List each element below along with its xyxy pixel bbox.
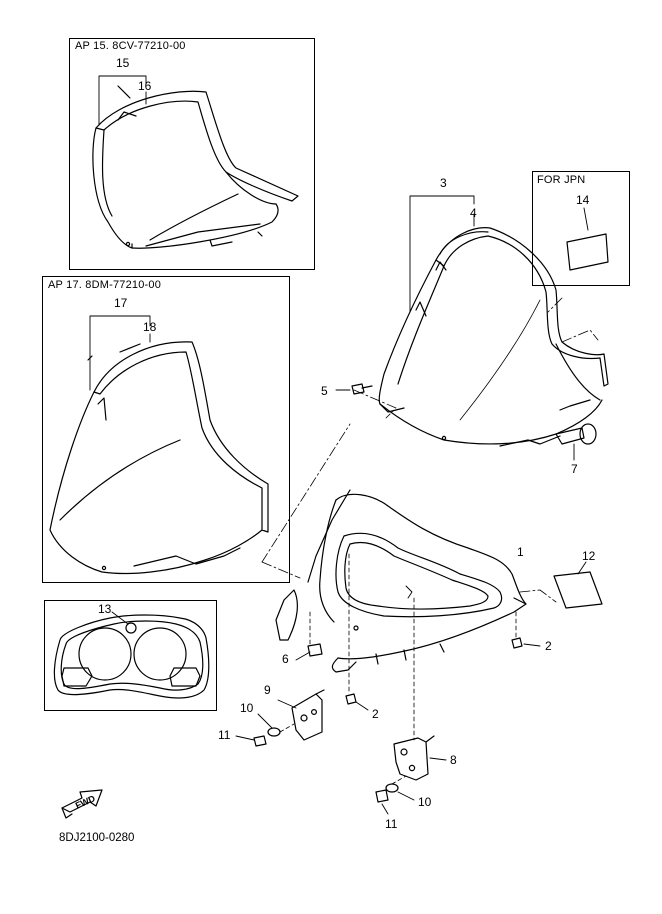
washer-10-right [385,783,415,801]
callout-16: 16 [138,79,152,93]
guide-9-10 [279,723,295,733]
nut-11-left [235,735,267,747]
callout-15: 15 [116,56,130,70]
callout-9: 9 [264,683,271,697]
for-jpn-box [532,171,630,286]
meter-cover-1 [275,489,527,673]
callout-5: 5 [321,384,328,398]
ap17-option-box [42,276,290,583]
alignment-lines [261,297,599,603]
windshield-main [378,227,609,447]
drawing-number: 8DJ2100-0280 [59,832,135,844]
adjuster-knob-7 [555,423,597,461]
washer-10-left [257,713,281,737]
guide-lines [309,553,517,741]
ap15-option-box [69,38,315,270]
meter-gasket-box [44,600,217,711]
screw-2-right [511,637,541,649]
callout-13: 13 [98,602,112,616]
callout-12: 12 [582,549,596,563]
leader-15-16 [98,75,147,126]
decal-14 [566,207,609,271]
screw-2-center [345,693,369,711]
leader-3-4 [409,195,475,313]
fwd-arrow-icon [61,789,103,819]
leader-17-18 [89,315,151,391]
guide-8-10 [391,775,407,785]
callout-18: 18 [143,320,157,334]
callout-14: 14 [576,193,590,207]
callout-11-right: 11 [385,817,398,831]
for-jpn-title: FOR JPN [537,174,586,186]
callout-8: 8 [450,753,457,767]
nut-11-right [375,789,389,815]
ap15-title: AP 15. 8CV-77210-00 [75,40,186,52]
callout-2-right: 2 [545,639,552,653]
bracket-8 [393,735,447,781]
windshield-ap17 [49,341,269,575]
callout-1: 1 [517,545,524,559]
callout-10-right: 10 [418,795,432,809]
windshield-ap15 [92,85,299,249]
callout-2-center: 2 [372,707,379,721]
ap17-title: AP 17. 8DM-77210-00 [48,279,162,291]
leader-13 [111,611,129,625]
callout-17: 17 [114,296,128,310]
callout-6: 6 [282,652,289,666]
callout-4: 4 [470,206,477,220]
callout-3: 3 [440,176,447,190]
bracket-9 [277,689,325,741]
callout-7: 7 [571,462,578,476]
decal-12 [553,561,603,609]
meter-gasket [53,614,210,699]
callout-11-left: 11 [218,728,231,742]
bolt-6 [295,643,323,661]
screw-5 [335,383,373,395]
callout-10-left: 10 [240,701,254,715]
